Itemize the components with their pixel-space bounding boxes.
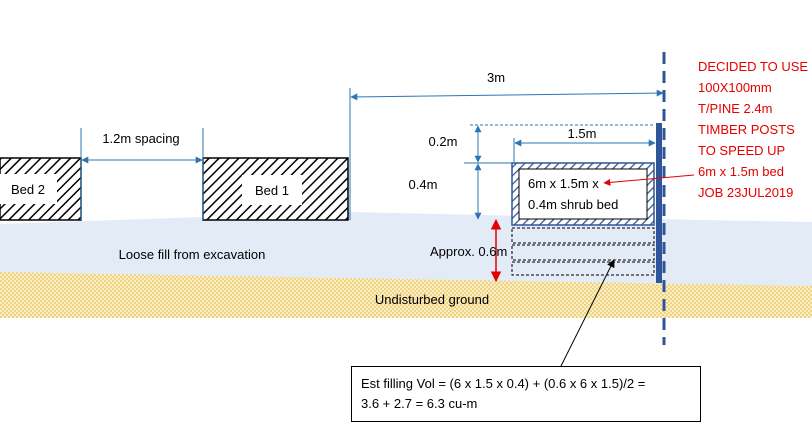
dim-0-4m-label: 0.4m <box>409 177 438 192</box>
dim-1-5m-label: 1.5m <box>568 126 597 141</box>
dim-0-2m-label: 0.2m <box>429 134 458 149</box>
approx-0-6m-label: Approx. 0.6m <box>430 244 507 259</box>
timber-post <box>656 123 662 283</box>
bed-2-label-box <box>0 174 57 204</box>
bed-2-label: Bed 2 <box>11 182 45 197</box>
note-line-3: T/PINE 2.4m <box>698 101 773 116</box>
note-pointer-arrow <box>603 174 695 186</box>
note-line-7: JOB 23JUL2019 <box>698 185 794 200</box>
shrub-bed-label-line2: 0.4m shrub bed <box>528 197 618 212</box>
calc-line-2: 3.6 + 2.7 = 6.3 cu-m <box>361 396 478 411</box>
note-line-2: 100X100mm <box>698 80 772 95</box>
note-line-1: DECIDED TO USE <box>698 59 809 74</box>
spacing-label: 1.2m spacing <box>102 131 179 146</box>
filling-volume-calculation: Est filling Vol = (6 x 1.5 x 0.4) + (0.6… <box>351 366 701 422</box>
fill-layer-3 <box>511 261 655 276</box>
bed-1-label-box <box>242 175 302 205</box>
shrub-bed-label-line1: 6m x 1.5m x <box>528 176 599 191</box>
timber-posts-note: DECIDED TO USE 100X100mm T/PINE 2.4m TIM… <box>698 56 808 203</box>
loose-fill-label: Loose fill from excavation <box>119 247 266 262</box>
fill-layer-2 <box>511 244 655 261</box>
fill-layer-1 <box>511 227 655 244</box>
calc-line-1: Est filling Vol = (6 x 1.5 x 0.4) + (0.6… <box>361 376 646 391</box>
dim-3m-label: 3m <box>487 70 505 85</box>
undisturbed-ground-label: Undisturbed ground <box>375 292 489 307</box>
dim-3m-line <box>350 89 664 101</box>
note-line-4: TIMBER POSTS <box>698 122 795 137</box>
shrub-bed-inner <box>518 168 648 220</box>
bed-1-label: Bed 1 <box>255 183 289 198</box>
note-line-6: 6m x 1.5m bed <box>698 164 784 179</box>
note-line-5: TO SPEED UP <box>698 143 786 158</box>
